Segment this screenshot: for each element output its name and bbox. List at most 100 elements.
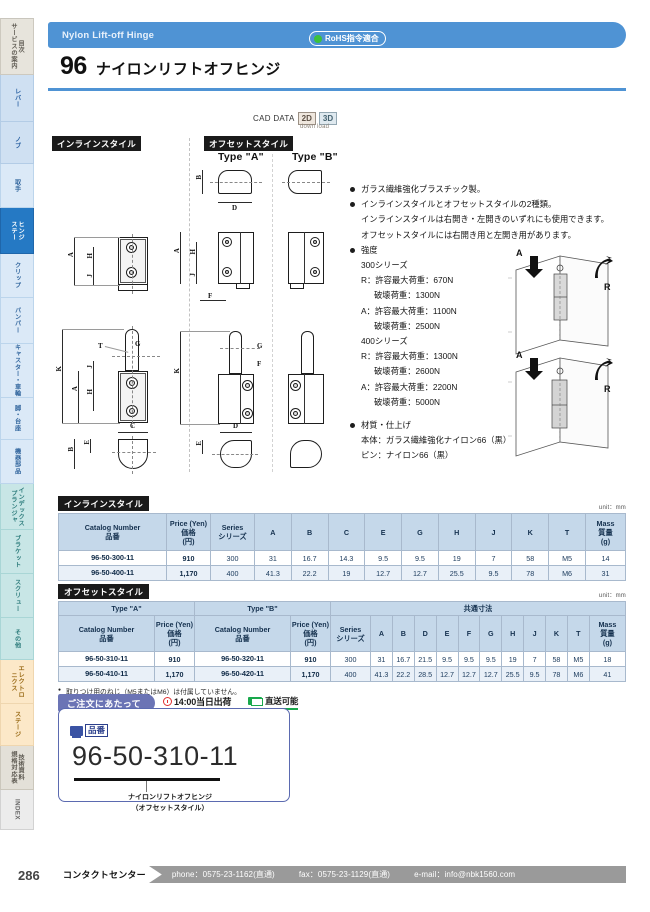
- sidebar-item-sealing[interactable]: 機器部品: [0, 440, 34, 484]
- sidebar: 目次 サービスの案内レバーノブ取手ヒンジ ステークリップバンパーキャスター・車輪…: [0, 18, 34, 830]
- dim-line-c: [118, 432, 148, 433]
- dim-label-h-top: H: [86, 253, 94, 259]
- sidebar-item-hinge[interactable]: ヒンジ ステー: [0, 208, 34, 254]
- cell-series: 300: [210, 550, 255, 566]
- inline-g-centerline: [112, 356, 160, 357]
- typeb-mid-flange: [290, 284, 304, 289]
- cell-dim-a: 41.3: [254, 565, 292, 581]
- dim-line-d-typea-bottom: [220, 432, 252, 433]
- sidebar-item-bracket[interactable]: ブラケット: [0, 530, 34, 574]
- spec-400-r-load: R：許容最大荷重：1300N: [361, 351, 458, 362]
- dim-label-g-typea: G: [257, 342, 263, 350]
- technical-drawings: インラインスタイル オフセットスタイル Type "A" Type "B" A …: [50, 134, 340, 474]
- sidebar-item-label: ヒンジ ステー: [10, 220, 25, 241]
- sidebar-item-caster[interactable]: キャスター・車輪: [0, 344, 34, 398]
- dim-label-h-main: H: [86, 389, 94, 395]
- cad-3d-button[interactable]: 3D: [318, 112, 338, 125]
- sidebar-item-knob[interactable]: ノブ: [0, 122, 34, 164]
- direct-shipping-label: 直送可能: [265, 696, 299, 706]
- cell-dim-c: 14.3: [327, 550, 366, 566]
- sidebar-item-index[interactable]: INDEX: [0, 790, 34, 830]
- page-number: 286: [18, 868, 40, 883]
- col-dim-e: E: [435, 615, 459, 652]
- sidebar-item-stage[interactable]: ステージ: [0, 704, 34, 746]
- sidebar-item-tech-data[interactable]: 技術資料 規格対応表: [0, 746, 34, 790]
- drawing-divider-2: [272, 154, 273, 472]
- inline-table-tag: インラインスタイル: [58, 496, 150, 511]
- same-day-shipping-label: 14:00当日出荷: [174, 697, 232, 707]
- cell-dim-g: 12.7: [401, 565, 439, 581]
- cell-dim-h: 25.5: [437, 565, 476, 581]
- typeb-main-pin: [301, 331, 314, 374]
- dim-line-k-typea: [180, 331, 181, 424]
- callout-leader-line: [146, 781, 147, 792]
- group-common-dims: 共通寸法: [330, 601, 626, 616]
- cell-dim-a: 41.3: [370, 666, 393, 682]
- sidebar-item-misc[interactable]: その他: [0, 618, 34, 660]
- dim-ext-k-typea-1: [180, 331, 230, 332]
- cell-dim-d: 21.5: [413, 651, 437, 667]
- dim-label-f-typea-2: F: [257, 360, 262, 368]
- sidebar-item-screw[interactable]: スクリュー: [0, 574, 34, 618]
- cell-dim-j: 9.5: [474, 565, 513, 581]
- drawing-tag-offset: オフセットスタイル: [204, 136, 294, 151]
- load-arrow-r-400-icon: [595, 358, 613, 380]
- dim-label-f-typea: F: [208, 292, 213, 300]
- cad-2d-button[interactable]: 2D: [297, 112, 316, 125]
- sidebar-item-label: ブラケット: [13, 535, 21, 568]
- cell-series: 400: [210, 565, 255, 581]
- cell-dim-j: 9.5: [523, 666, 546, 682]
- spec-series-400: 400シリーズ: [361, 336, 408, 347]
- callout-line-2: （オフセットスタイル）: [131, 805, 209, 812]
- col-dim-g: G: [401, 513, 439, 551]
- sidebar-item-index-bracket[interactable]: インデックス プランジャ: [0, 484, 34, 530]
- sidebar-item-label: 取手: [13, 178, 21, 193]
- sidebar-item-label: INDEX: [13, 799, 21, 820]
- monitor-icon: [70, 725, 83, 738]
- sidebar-item-electronics[interactable]: エレクトロ ニクス: [0, 660, 34, 704]
- offset-table-block: オフセットスタイル unit：mm Type "A"Type "B"共通寸法 C…: [58, 584, 627, 697]
- cell-dim-k: 58: [545, 651, 568, 667]
- col-price: Price (Yen)価格(円): [166, 513, 211, 551]
- order-section-tag: ご注文にあたって: [58, 694, 155, 712]
- typea-main-hole-1: [245, 383, 250, 388]
- spec-offset-note: オフセットスタイルには右開き用と左開き用があります。: [361, 229, 576, 240]
- sidebar-item-handle[interactable]: 取手: [0, 164, 34, 208]
- inline-top-centerline: [132, 234, 133, 294]
- sidebar-item-label: クリップ: [13, 262, 21, 289]
- dim-ext-a1: [74, 237, 120, 238]
- truck-icon: [248, 697, 263, 706]
- offset-table-note: 取りつけ用のねじ（M5またはM6）は付属していません。: [58, 686, 626, 697]
- typeb-main-hole-1: [293, 383, 298, 388]
- sidebar-item-label: ステージ: [13, 711, 21, 738]
- cell-dim-k: 78: [511, 565, 550, 581]
- cad-data-group: CAD DATA 2D 3D: [253, 112, 338, 125]
- load-label-r-400: R: [604, 384, 611, 394]
- cell-dim-f: 9.5: [457, 651, 481, 667]
- example-part-number: 96-50-310-11: [72, 741, 239, 771]
- cell-price-b: 910: [290, 651, 331, 667]
- sidebar-item-lever[interactable]: レバー: [0, 75, 34, 122]
- sidebar-item-label: 機器部品: [13, 448, 21, 475]
- cell-catalog-number-a: 96-50-410-11: [58, 666, 155, 682]
- sidebar-item-bumper[interactable]: バンパー: [0, 298, 34, 344]
- cell-dim-g: 9.5: [479, 651, 503, 667]
- cell-dim-e: 9.5: [364, 550, 403, 566]
- sidebar-item-label: インデックス プランジャ: [10, 486, 25, 527]
- dim-label-k-typea: K: [173, 368, 181, 374]
- col-dim-g: G: [479, 615, 503, 652]
- footer-email: e-mail：info@nbk1560.com: [414, 870, 516, 879]
- sidebar-item-hinges-general[interactable]: 目次 サービスの案内: [0, 18, 34, 75]
- sidebar-item-leg[interactable]: 脚・台座: [0, 398, 34, 440]
- typeb-mid-split: [304, 232, 305, 284]
- sidebar-item-clip[interactable]: クリップ: [0, 254, 34, 298]
- col-dim-e: E: [364, 513, 403, 551]
- group-type-a: Type "A": [58, 601, 195, 616]
- spec-inline-note: インラインスタイルは右開き・左開きのいずれにも使用できます。: [361, 214, 609, 225]
- spec-300-a-load: A：許容最大荷重：1100N: [361, 305, 457, 316]
- typea-main-pin: [229, 331, 242, 374]
